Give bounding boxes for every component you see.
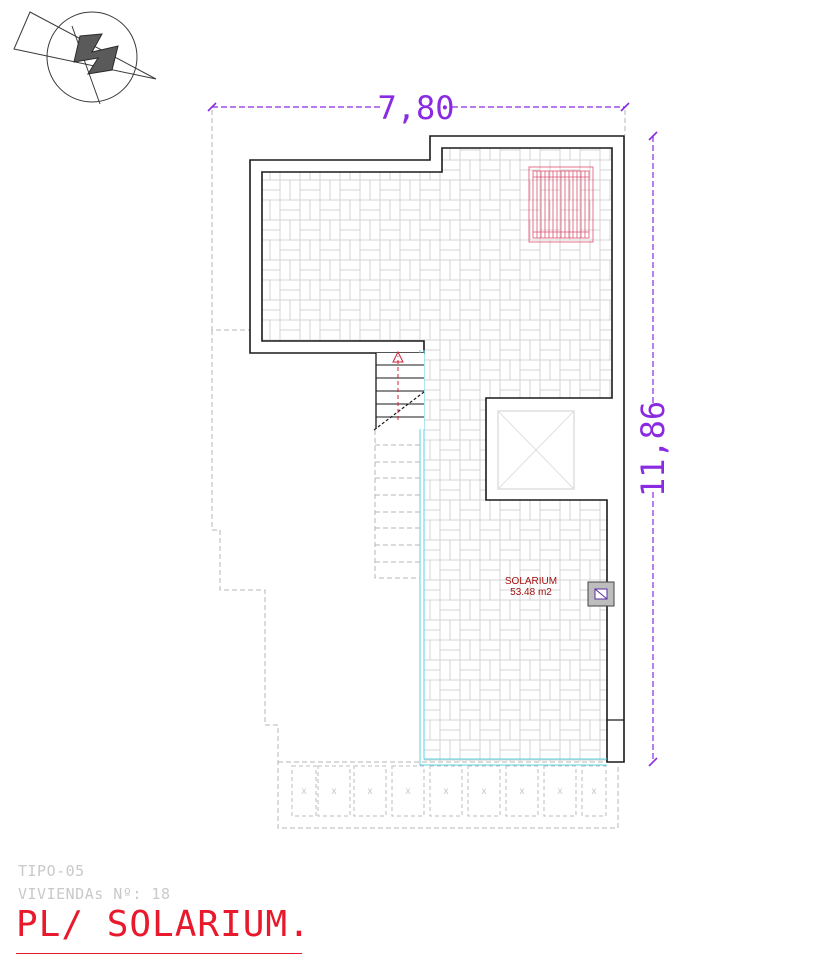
svg-text:x: x — [368, 786, 373, 797]
glass-railing — [419, 350, 607, 766]
svg-text:x: x — [332, 786, 337, 797]
svg-text:x: x — [302, 786, 307, 797]
svg-text:x: x — [444, 786, 449, 797]
title-underline — [16, 953, 302, 954]
svg-text:x: x — [406, 786, 411, 797]
svg-text:x: x — [592, 786, 597, 797]
skylight-slats — [536, 171, 586, 238]
north-compass-icon — [13, 11, 157, 105]
duct-shaft — [587, 581, 615, 607]
staircase — [373, 350, 425, 431]
front-planters — [291, 765, 607, 817]
skylight — [528, 166, 594, 243]
solarium-floor — [262, 148, 612, 762]
planter-marks: x x x x x x x x x — [302, 786, 597, 797]
svg-text:x: x — [482, 786, 487, 797]
svg-text:x: x — [520, 786, 525, 797]
svg-text:x: x — [558, 786, 563, 797]
viviendas-label: VIVIENDAs Nº: 18 — [18, 885, 171, 903]
width-dimension: 7,80 — [207, 89, 630, 127]
width-dimension-label: 7,80 — [377, 89, 454, 127]
tipo-label: TIPO-05 — [18, 862, 85, 880]
stair-arrow-head — [392, 350, 404, 363]
depth-dimension: 11,86 — [634, 131, 672, 767]
room-area: 53.48 m2 — [510, 587, 552, 598]
room-name: SOLARIUM — [505, 576, 557, 587]
courtyard-void — [497, 410, 575, 490]
depth-dimension-label: 11,86 — [634, 401, 672, 497]
lower-stair-steps — [375, 444, 420, 563]
plan-title: PL/ SOLARIUM. — [16, 904, 311, 945]
